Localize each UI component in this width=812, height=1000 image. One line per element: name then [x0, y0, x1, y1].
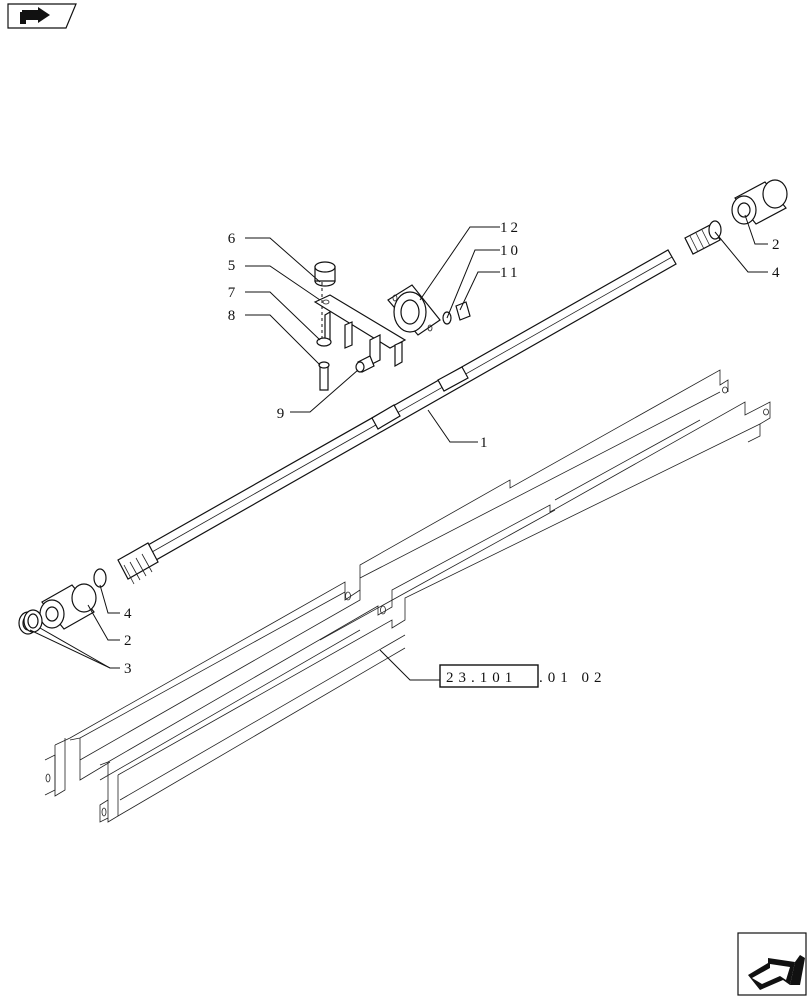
next-nav-button[interactable]	[737, 932, 807, 996]
washer	[316, 337, 332, 347]
callout-4-left: 4	[124, 606, 135, 622]
bolt	[318, 361, 330, 391]
snap-ring-right	[708, 220, 722, 240]
bushing-right	[731, 179, 788, 225]
callout-3: 3	[124, 661, 135, 677]
callout-9: 9	[277, 406, 288, 422]
spacer	[314, 261, 336, 287]
frame-rail-assembly	[44, 369, 771, 823]
callout-leaders	[29, 214, 768, 681]
callout-10: 10	[500, 243, 521, 259]
back-nav-button[interactable]	[7, 3, 77, 29]
back-arrow-icon	[20, 7, 50, 24]
snap-ring-left	[93, 568, 107, 588]
callout-7: 7	[228, 285, 239, 301]
callout-4-right: 4	[772, 265, 783, 281]
callout-2-left: 2	[124, 633, 135, 649]
flange-bearing	[387, 284, 441, 336]
bearing-bracket	[313, 294, 407, 368]
callout-8: 8	[228, 308, 239, 324]
reference-suffix-text: .01 02	[539, 670, 607, 686]
callout-12: 12	[500, 220, 521, 236]
callout-6: 6	[228, 231, 239, 247]
screw	[355, 355, 375, 373]
reference-boxed-text: 23.101	[446, 670, 517, 686]
callout-2-right: 2	[772, 237, 783, 253]
seal-rings	[18, 609, 43, 635]
reference-link[interactable]: 23.101 .01 02	[439, 664, 607, 688]
next-arrow-icon	[748, 955, 805, 990]
bushing-left	[39, 583, 97, 630]
reference-box	[439, 664, 539, 688]
callout-5: 5	[228, 258, 239, 274]
callout-1: 1	[480, 435, 491, 451]
callout-11: 11	[500, 265, 520, 281]
drive-shaft	[117, 223, 721, 585]
